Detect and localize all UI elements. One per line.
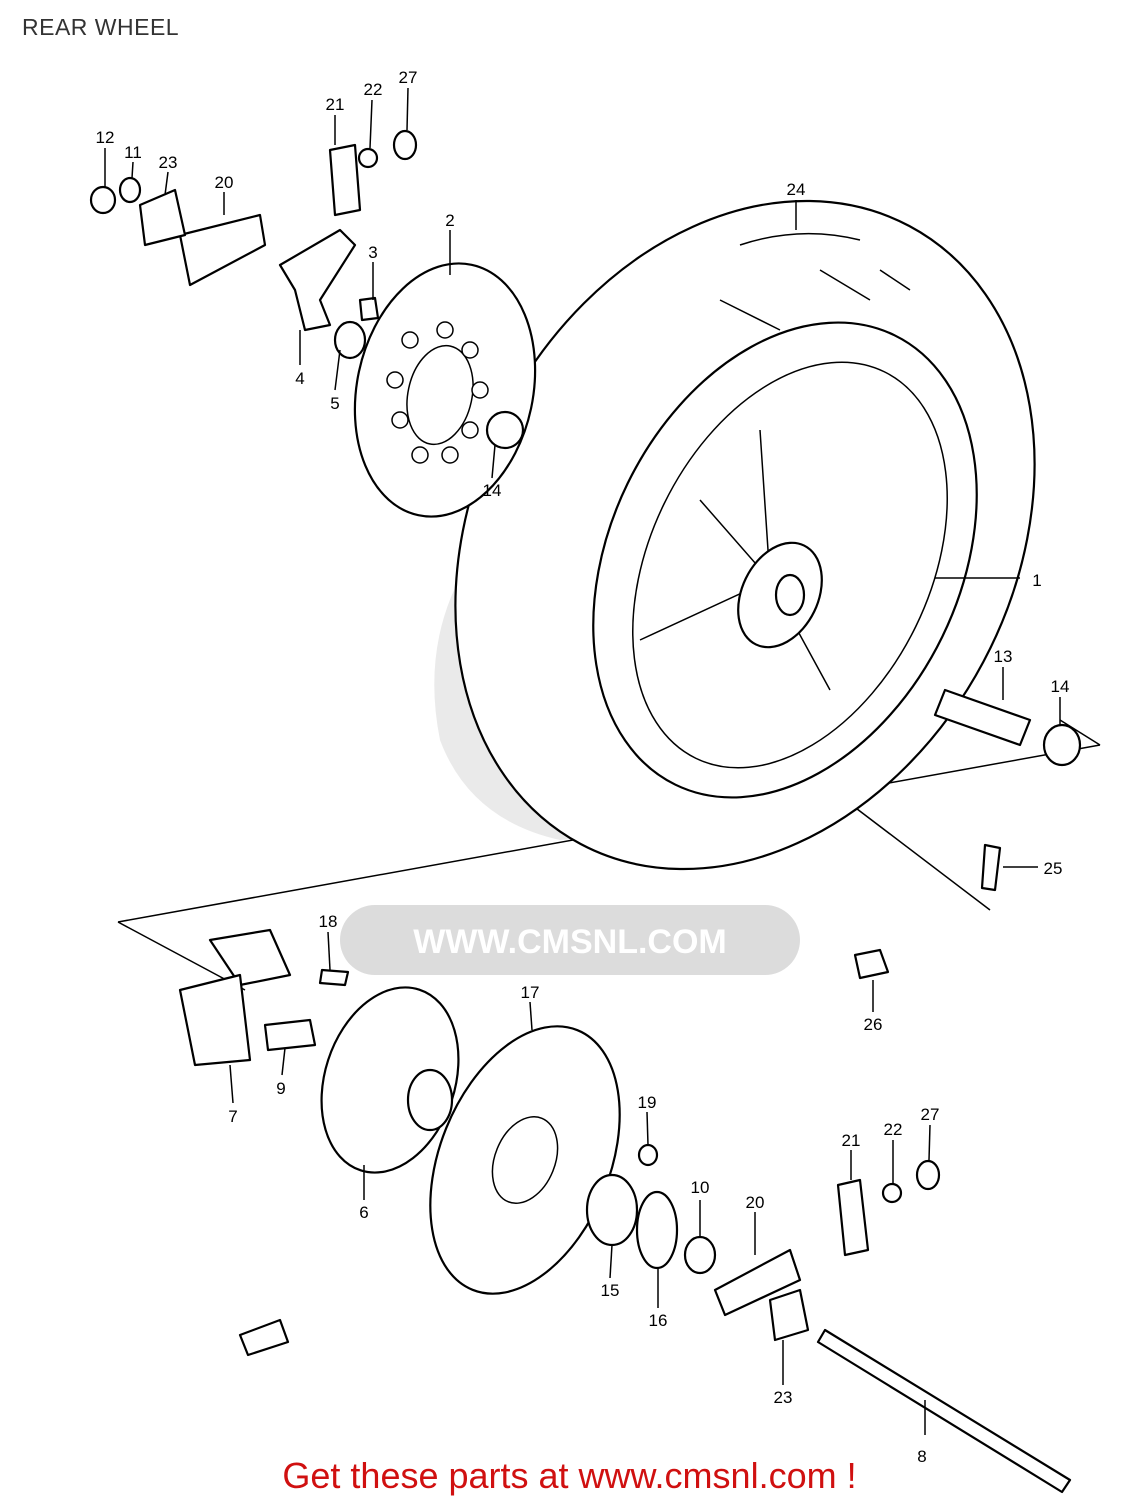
callout-25: 25 [1044, 859, 1063, 878]
hub-bore [774, 573, 806, 617]
spacer-13 [933, 688, 1032, 747]
callout-15: 15 [601, 1281, 620, 1300]
callout-4: 4 [295, 369, 304, 388]
valve-25 [980, 843, 1002, 892]
nut-19 [637, 1143, 659, 1167]
right-side-parts [853, 688, 1082, 980]
hub-bore-6 [406, 1068, 454, 1132]
caliper-bracket [89, 129, 525, 450]
spacer-10 [683, 1235, 717, 1275]
callout-20-lower: 20 [746, 1193, 765, 1212]
callout-27-lower: 27 [921, 1105, 940, 1124]
adjuster-20-upper [178, 213, 267, 287]
rim-inner [632, 361, 948, 769]
axle-8 [816, 1328, 1072, 1494]
callout-26: 26 [864, 1015, 883, 1034]
callout-labels: 1 2 3 4 5 6 7 8 9 10 11 12 13 14 14 15 1… [96, 68, 1070, 1466]
bearing-15 [585, 1173, 639, 1247]
callout-14-lower: 14 [1051, 677, 1070, 696]
plate-21-lower [836, 1178, 870, 1257]
callout-11: 11 [124, 143, 142, 162]
callout-3: 3 [368, 243, 377, 262]
spacer-5 [333, 320, 367, 360]
nut-22-upper [357, 147, 379, 169]
watermark-url: WWW.CMSNL.COM [413, 923, 727, 961]
callout-24: 24 [787, 180, 806, 199]
callout-21-lower: 21 [842, 1131, 861, 1150]
callout-13: 13 [994, 647, 1013, 666]
nut-12 [89, 185, 117, 215]
callout-18: 18 [319, 912, 338, 931]
callout-19: 19 [638, 1093, 657, 1112]
plate-21-upper [328, 143, 362, 217]
collar-9 [263, 1018, 317, 1052]
watermark-banner [340, 905, 800, 975]
balance-weight-26 [853, 948, 890, 980]
bolt-3 [358, 296, 380, 322]
nut-22-lower [881, 1182, 903, 1204]
bearing-14-lower [1042, 723, 1082, 767]
cap-27-upper [392, 129, 418, 161]
adjuster-20-lower [713, 1248, 802, 1317]
lower-assembly [178, 928, 1072, 1494]
rear-wheel-assembly [454, 199, 1036, 871]
callout-1: 1 [1032, 571, 1041, 590]
callout-27-upper: 27 [399, 68, 418, 87]
callout-10: 10 [691, 1178, 710, 1197]
callout-22-upper: 22 [364, 80, 383, 99]
callout-17: 17 [521, 983, 540, 1002]
cap-27-lower [915, 1159, 941, 1191]
bolt-18 [318, 968, 350, 987]
callout-9: 9 [276, 1079, 285, 1098]
callout-23-upper: 23 [159, 153, 178, 172]
callout-16: 16 [649, 1311, 668, 1330]
callout-5: 5 [330, 394, 339, 413]
leader-lines [104, 87, 1061, 1435]
callout-2: 2 [445, 211, 454, 230]
callout-21-upper: 21 [326, 95, 345, 114]
footer-cta[interactable]: Get these parts at www.cmsnl.com ! [282, 1455, 857, 1496]
callout-22-lower: 22 [884, 1120, 903, 1139]
seal-16 [635, 1190, 679, 1270]
tyre-tread [719, 232, 911, 331]
plate-23-upper [138, 188, 187, 247]
washer-11 [118, 176, 142, 204]
damper-7 [178, 973, 252, 1067]
callout-20-upper: 20 [215, 173, 234, 192]
callout-6: 6 [359, 1203, 368, 1222]
brake-disc [353, 262, 537, 518]
callout-14-upper: 14 [483, 481, 502, 500]
damper-7-upper [208, 928, 292, 987]
fwd-arrow-icon [238, 1318, 290, 1357]
plate-23-lower [768, 1288, 810, 1342]
callout-23-lower: 23 [774, 1388, 793, 1407]
callout-8: 8 [917, 1447, 926, 1466]
callout-7: 7 [228, 1107, 237, 1126]
callout-12: 12 [96, 128, 115, 147]
page-title: REAR WHEEL [22, 14, 180, 40]
bearing-14-upper [485, 410, 525, 450]
